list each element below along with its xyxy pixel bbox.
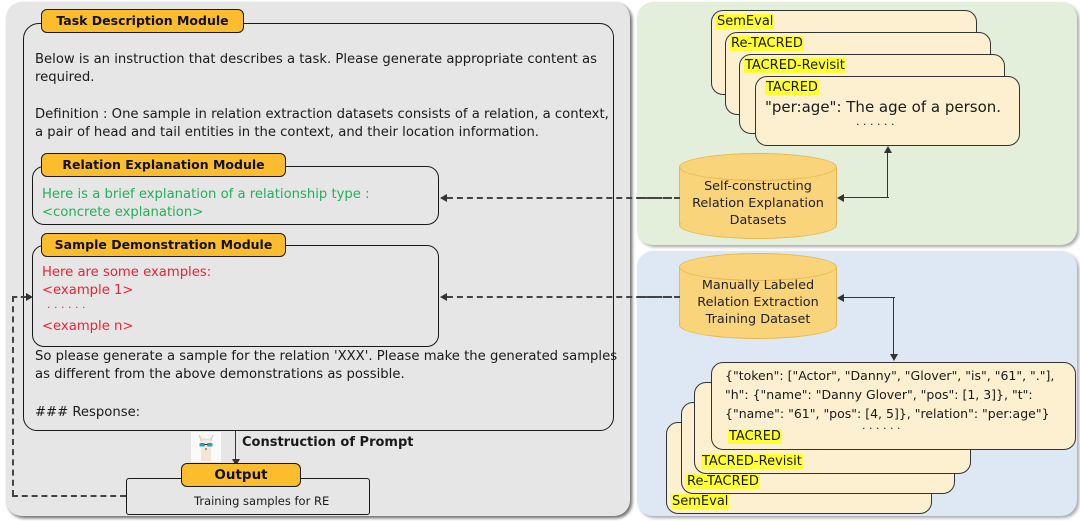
sample-demonstration-example-n: <example n>: [42, 319, 134, 334]
task-closing-line1: So please generate a sample for the rela…: [35, 349, 618, 364]
dataset-tag: TACRED-Revisit: [701, 454, 803, 469]
feedback-loop-vertical: [12, 296, 14, 496]
construction-arrow-line: [235, 431, 236, 463]
explanation-card-tacred: TACRED "per:age": The age of a person. ·…: [755, 76, 1020, 146]
llama-icon: [191, 432, 221, 462]
output-header: Output: [181, 463, 301, 487]
sample-json-line1: {"token": ["Actor", "Danny", "Glover", "…: [725, 368, 1055, 383]
top-connector-arrow-left: [837, 194, 844, 202]
bottom-cylinder-dash: [640, 296, 680, 298]
relation-explanation-link-arrow: [440, 194, 447, 202]
top-cylinder-dash: [640, 197, 680, 199]
feedback-loop-top: [12, 296, 26, 298]
dataset-tag: Re-TACRED: [730, 36, 804, 51]
sample-json-line3: {"name": "61", "pos": [4, 5]}, "relation…: [725, 406, 1050, 421]
task-description-box: [23, 23, 614, 431]
task-definition-line2: a pair of head and tail entities in the …: [35, 125, 539, 140]
task-closing-line2: as different from the above demonstratio…: [35, 367, 405, 382]
cylinder-line: Training Dataset: [705, 312, 811, 327]
task-intro-line2: required.: [35, 70, 95, 85]
bottom-connector-arrow-left: [837, 294, 844, 302]
sample-demonstration-example-1: <example 1>: [42, 283, 134, 298]
explanation-ellipsis: · · · · · ·: [856, 118, 895, 131]
task-description-header: Task Description Module: [41, 9, 244, 33]
dataset-tag: SemEval: [671, 494, 730, 509]
dataset-tag: Re-TACRED: [686, 474, 760, 489]
top-connector-arrow-up: [884, 146, 892, 153]
relation-explanation-link: [447, 197, 682, 199]
output-text: Training samples for RE: [194, 494, 330, 508]
cylinder-line: Datasets: [729, 213, 787, 228]
sample-demonstration-ellipsis: · · · · · ·: [47, 301, 86, 314]
sample-demonstration-link-arrow: [440, 293, 447, 301]
dataset-tag: SemEval: [716, 14, 775, 29]
task-response: ### Response:: [35, 405, 141, 420]
top-connector-v: [887, 152, 888, 198]
cylinder-line: Relation Explanation: [692, 196, 824, 211]
relation-explanation-line1: Here is a brief explanation of a relatio…: [42, 187, 370, 202]
dataset-tag: TACRED: [728, 429, 782, 444]
manual-training-dataset-cylinder: Manually Labeled Relation Extraction Tra…: [679, 253, 837, 339]
top-connector-h: [843, 197, 889, 198]
feedback-loop-bottom: [12, 495, 126, 497]
sample-json-line2: "h": {"name": "Danny Glover", "pos": [1,…: [725, 387, 1033, 402]
feedback-loop-arrow: [26, 293, 33, 301]
training-card-tacred: {"token": ["Actor", "Danny", "Glover", "…: [711, 362, 1076, 450]
task-definition-line1: Definition : One sample in relation extr…: [35, 107, 609, 122]
relation-explanation-header: Relation Explanation Module: [41, 153, 286, 177]
relation-explanation-line2: <concrete explanation>: [42, 205, 204, 220]
cylinder-line: Self-constructing: [704, 179, 812, 194]
sample-demonstration-line1: Here are some examples:: [42, 265, 212, 280]
cylinder-line: Relation Extraction: [697, 295, 819, 310]
construction-arrow-head: [232, 459, 240, 466]
explanation-example: "per:age": The age of a person.: [765, 98, 1002, 116]
dataset-tag: TACRED: [765, 80, 819, 95]
dataset-tag: TACRED-Revisit: [744, 58, 846, 73]
bottom-connector-v: [893, 297, 894, 356]
sample-demonstration-header: Sample Demonstration Module: [41, 233, 286, 257]
cylinder-line: Manually Labeled: [701, 278, 815, 293]
sample-demonstration-link: [447, 296, 682, 298]
construction-label: Construction of Prompt: [242, 435, 414, 450]
bottom-connector-arrow-down: [890, 354, 898, 361]
self-constructing-datasets-cylinder: Self-constructing Relation Explanation D…: [679, 153, 837, 239]
bottom-connector-h: [843, 297, 895, 298]
task-intro-line1: Below is an instruction that describes a…: [35, 52, 597, 67]
sample-json-ellipsis: · · · · · ·: [862, 422, 901, 435]
